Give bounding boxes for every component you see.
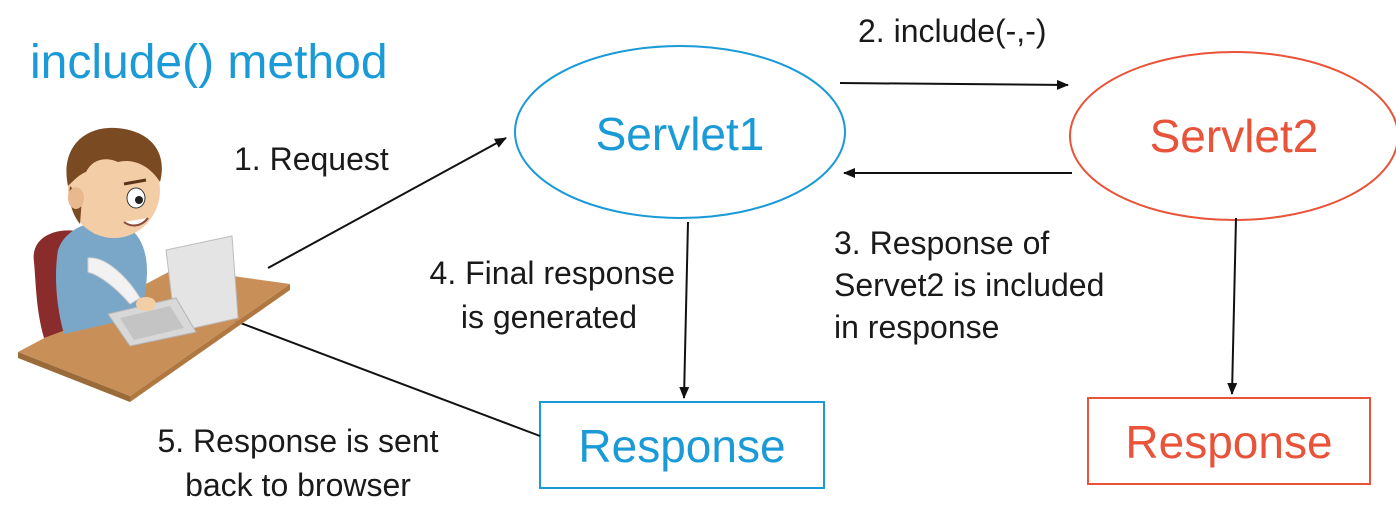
step4-label-line1: 4. Final response: [430, 255, 675, 291]
step5-label-line1: 5. Response is sent: [157, 423, 438, 459]
servlet2-ellipse: [1069, 51, 1396, 221]
user-at-laptop-illustration: [18, 127, 290, 402]
response-box-servlet2: [1087, 397, 1371, 485]
response-box-servlet1: [539, 401, 825, 489]
diagram-title: include() method: [30, 36, 388, 89]
step3-label-line3: in response: [834, 309, 999, 345]
servlet1-ellipse: [514, 45, 846, 219]
step2-label: 2. include(-,-): [858, 13, 1047, 49]
response-label-servlet1: Response: [578, 420, 785, 472]
arrow-include: [839, 79, 1069, 90]
arrow-final-response: [679, 221, 690, 399]
step3-label-line1: 3. Response of: [834, 225, 1049, 261]
arrow-sent-to-browser: [205, 309, 541, 437]
response-label-servlet2: Response: [1125, 416, 1332, 468]
step1-label: 1. Request: [234, 141, 389, 177]
servlet1-label: Servlet1: [596, 108, 765, 160]
step3-label-line2: Servet2 is included: [834, 267, 1104, 303]
step4-label-line2: is generated: [461, 299, 637, 335]
arrow-request: [267, 137, 507, 269]
servlet2-label: Servlet2: [1150, 110, 1319, 162]
arrow-servlet2-response: [1227, 217, 1238, 395]
step5-label-line2: back to browser: [185, 467, 411, 503]
